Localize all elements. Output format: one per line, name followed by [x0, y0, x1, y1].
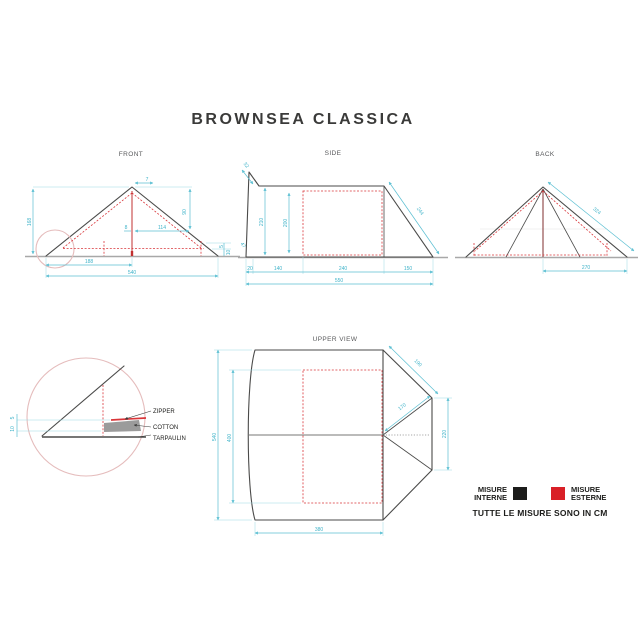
back-inner-left-slope — [474, 190, 544, 252]
front-detail-indicator-circle — [35, 229, 75, 269]
side-dim-segment4-value: 150 — [404, 266, 413, 272]
back-view: BACK 324 270 — [455, 151, 638, 274]
side-dim-segment3-value: 240 — [339, 266, 348, 272]
page-title: BROWNSEA CLASSICA — [191, 111, 414, 128]
back-dim-slope-line — [547, 181, 635, 252]
front-dim-left-segment-value: 188 — [85, 259, 94, 265]
side-dim-total-length-value: 550 — [335, 278, 344, 284]
detail-cotton-label: COTTON — [153, 425, 178, 431]
detail-cotton-shape — [104, 420, 141, 432]
side-view: SIDE 32 210 200 244 20 140 240 150 550 — [238, 150, 448, 286]
back-inner-right-slope — [542, 190, 612, 252]
detail-view: ZIPPER COTTON TARPAULIN 5 10 — [10, 357, 186, 477]
side-dim-wall-height-value: 210 — [259, 218, 265, 227]
upper-porch-inner-lines — [382, 397, 433, 471]
back-seam-left — [505, 188, 544, 258]
upper-dim-outer-width-value: 540 — [212, 433, 218, 442]
upper-dim-porch-outer-line — [388, 345, 439, 395]
upper-view-label: UPPER VIEW — [313, 336, 358, 343]
front-dim-total-width-value: 540 — [128, 270, 137, 276]
side-dim-segment1-value: 20 — [247, 266, 253, 272]
front-dim-tarpaulin-value: 10 — [226, 250, 232, 256]
upper-dim-porch-edge-value: 220 — [442, 430, 448, 439]
legend-external-word2: ESTERNE — [571, 493, 606, 502]
front-view: FRONT 7 168 90 8 114 188 540 5 — [25, 151, 247, 278]
side-dim-segment2-value: 140 — [274, 266, 283, 272]
side-dim-peak-value: 32 — [242, 161, 250, 169]
legend-note: TUTTE LE MISURE SONO IN CM — [472, 508, 607, 518]
detail-wall-line — [41, 365, 125, 437]
side-view-label: SIDE — [325, 150, 342, 157]
front-dim-center-gap-value: 8 — [125, 225, 128, 231]
back-dim-slope-value: 324 — [592, 206, 602, 216]
back-tent-outline — [465, 186, 628, 258]
upper-porch-outline — [382, 349, 433, 521]
front-dim-halfwidth-value: 114 — [158, 225, 166, 231]
back-dim-halfwidth-value: 270 — [582, 265, 591, 271]
front-dim-height-value: 168 — [27, 218, 33, 227]
detail-zipper-line — [110, 417, 147, 421]
side-dim-rear-slope-line — [388, 181, 440, 255]
legend: MISURE INTERNE MISURE ESTERNE TUTTE LE M… — [472, 485, 607, 518]
detail-cotton-callout — [133, 423, 152, 428]
front-inner-right-slope — [131, 192, 202, 249]
legend-internal-swatch — [513, 487, 527, 500]
side-dim-rear-slope-value: 244 — [415, 206, 425, 216]
detail-dim-tarpaulin-value: 10 — [10, 426, 16, 432]
upper-view: UPPER VIEW 540 400 380 190 170 220 — [212, 336, 452, 536]
front-dim-zipper-gap-value: 5 — [219, 245, 225, 248]
front-dim-apex-value: 7 — [146, 177, 149, 183]
upper-inner-room-outline — [302, 369, 383, 504]
front-view-label: FRONT — [119, 151, 143, 158]
front-dim-slope-height-value: 90 — [182, 209, 188, 215]
side-inner-room-outline — [302, 190, 383, 256]
back-seam-right — [542, 188, 581, 258]
detail-dim-zipper-gap-value: 5 — [10, 416, 16, 419]
legend-internal-word1: MISURE — [478, 485, 507, 494]
side-dim-inner-height-value: 200 — [283, 219, 289, 228]
upper-dim-inner-width-value: 400 — [227, 434, 233, 443]
upper-dim-porch-inner-value: 170 — [397, 402, 407, 412]
legend-external-word1: MISURE — [571, 485, 600, 494]
side-tent-outline — [245, 171, 434, 258]
front-dim-corner-offset-value: 47 — [239, 241, 247, 249]
upper-dim-porch-inner-line — [384, 395, 431, 432]
legend-internal-word2: INTERNE — [474, 493, 507, 502]
detail-zipper-label: ZIPPER — [153, 409, 175, 415]
front-tent-outline — [45, 186, 219, 257]
side-dim-peak-line — [241, 169, 254, 185]
detail-zipper-callout — [124, 410, 152, 420]
legend-external-swatch — [551, 487, 565, 500]
detail-tarpaulin-label: TARPAULIN — [153, 436, 186, 442]
upper-body-outline — [247, 349, 384, 521]
detail-tarpaulin-callout — [137, 434, 152, 438]
upper-dim-body-length-value: 380 — [315, 527, 324, 533]
back-view-label: BACK — [535, 151, 555, 158]
detail-circle — [26, 357, 146, 477]
front-inner-left-slope — [62, 192, 133, 249]
upper-dim-porch-outer-value: 190 — [413, 358, 423, 368]
